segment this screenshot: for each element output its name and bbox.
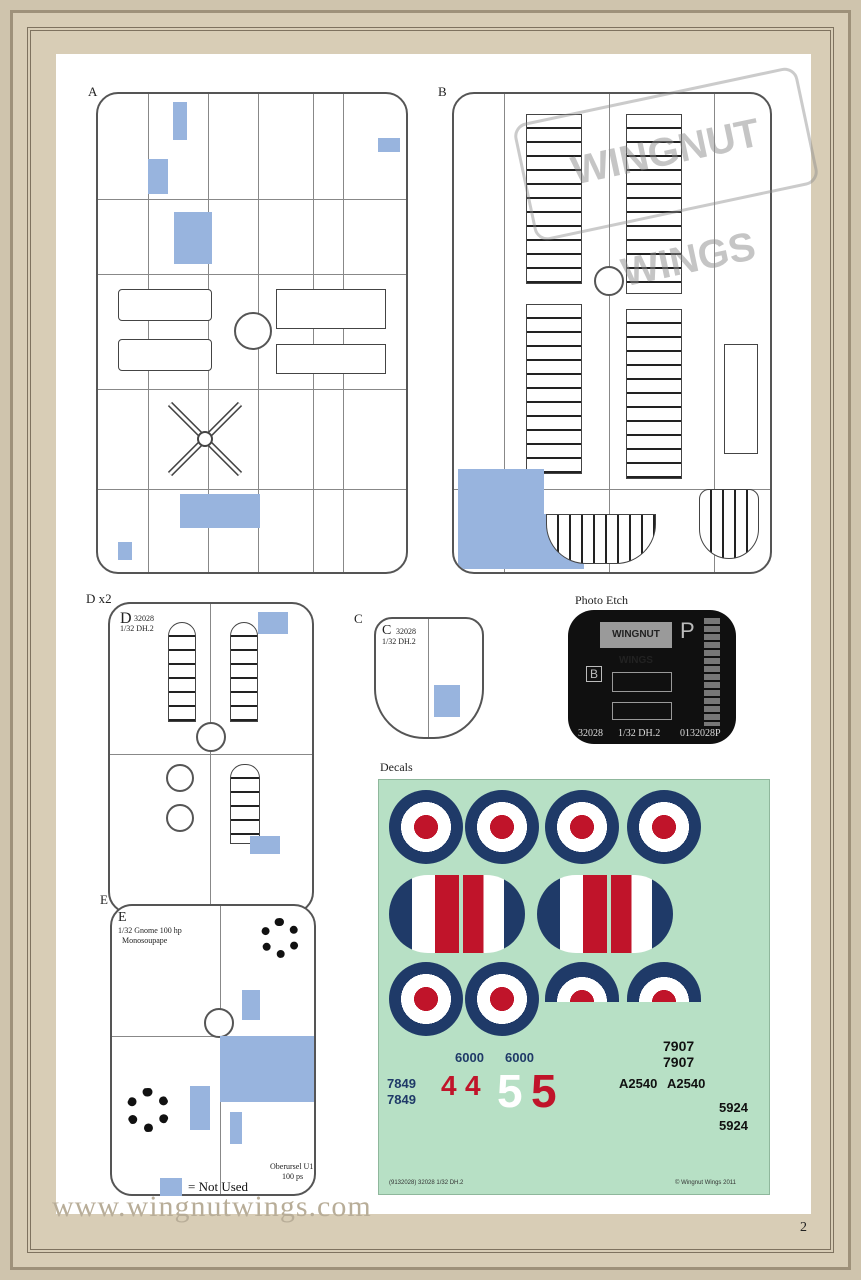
not-used-swatch (160, 1178, 182, 1196)
sprue-e-power: 100 ps (282, 1172, 304, 1181)
decal-serial: 7849 (387, 1092, 416, 1107)
decal-number: 4 (465, 1070, 481, 1101)
legend: = Not Used (160, 1178, 248, 1196)
decal-serial: 5924 (719, 1100, 748, 1115)
photo-etch-fret: WINGNUT WINGS P B 32028 1/32 DH.2 013202… (568, 610, 736, 744)
footer-url: www.wingnutwings.com (52, 1190, 372, 1223)
sprue-c-tag: C (382, 623, 392, 638)
decal-serial: A2540 (667, 1076, 706, 1091)
sprue-e-subtitle: Monosoupape (122, 936, 168, 945)
photo-etch-code: 32028 (578, 728, 603, 739)
decals-heading: Decals (380, 760, 413, 774)
decal-footer-right: © Wingnut Wings 2011 (675, 1180, 737, 1186)
sprue-e-engine: Oberursel U1 (270, 1162, 314, 1171)
sprue-b-letter: B (438, 84, 447, 99)
page-number: 2 (800, 1220, 807, 1235)
sprue-a (96, 92, 408, 574)
photo-etch-letter-p: P (680, 618, 695, 643)
sprue-c-scale: 1/32 DH.2 (382, 637, 416, 646)
sprue-d-scale: 1/32 DH.2 (120, 624, 154, 633)
sprue-d-letter: D x2 (86, 591, 112, 606)
legend-label: = Not Used (188, 1179, 249, 1194)
sprue-a-letter: A (88, 84, 98, 99)
photo-etch-part-number: 0132028P (680, 728, 721, 739)
propeller-icon (167, 401, 243, 477)
decal-serial: 7907 (663, 1038, 695, 1054)
decal-number: 5 (531, 1065, 557, 1117)
decal-footer-left: (9132028) 32028 1/32 DH.2 (389, 1180, 464, 1186)
sprue-d-code: 32028 (134, 614, 154, 623)
sprue-d: D 32028 1/32 DH.2 (108, 602, 314, 914)
decal-serial: 6000 (505, 1050, 534, 1065)
decal-serial: 7849 (387, 1076, 416, 1091)
photo-etch-logo: WINGNUT WINGS (600, 622, 672, 666)
decal-sheet: 7907 7907 6000 6000 A2540 A2540 7849 784… (378, 779, 770, 1195)
decal-serial: 5924 (719, 1118, 748, 1133)
decal-serial: 7907 (663, 1054, 695, 1070)
photo-etch-letter-b: B (586, 666, 603, 682)
sprue-e-title: 1/32 Gnome 100 hp (118, 926, 182, 935)
sprue-e-letter: E (100, 892, 108, 907)
sprue-e: E 1/32 Gnome 100 hp Monosoupape Oberurse… (110, 904, 316, 1196)
sprue-d-tag: D (120, 610, 132, 627)
decal-number: 4 (441, 1070, 457, 1101)
sprue-c: C 32028 1/32 DH.2 (374, 617, 484, 739)
decal-serial: A2540 (619, 1076, 658, 1091)
sprue-c-letter: C (354, 611, 363, 626)
page-border (27, 27, 834, 1253)
sprue-c-code: 32028 (396, 627, 416, 636)
instruction-sheet: A B (56, 54, 821, 1214)
decal-serial: 6000 (455, 1050, 484, 1065)
photo-etch-scale: 1/32 DH.2 (618, 728, 661, 739)
sprue-e-tag: E (118, 910, 127, 925)
photo-etch-heading: Photo Etch (575, 593, 628, 607)
decal-number: 5 (497, 1065, 523, 1117)
sprue-b (452, 92, 772, 574)
